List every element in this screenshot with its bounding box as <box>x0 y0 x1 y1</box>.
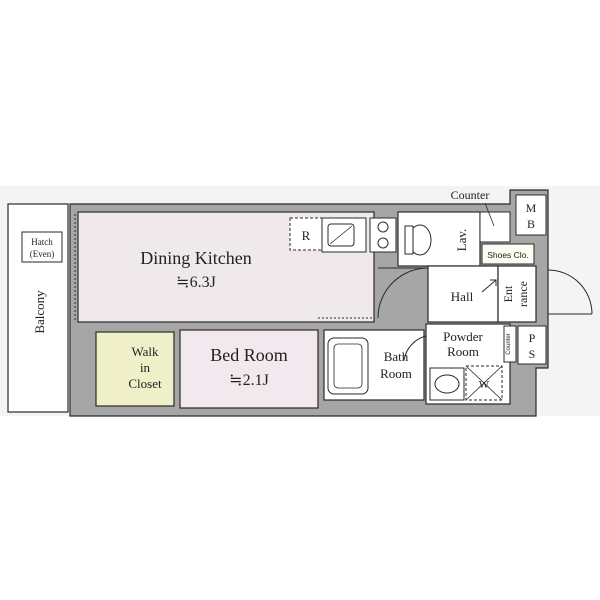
counter-label: Counter <box>451 188 490 202</box>
door-swing-entrance <box>547 269 593 315</box>
hall-label: Hall <box>451 289 474 304</box>
burner-icon-2 <box>377 237 389 249</box>
balcony-label: Balcony <box>32 290 47 334</box>
dining-kitchen-size: ≒6.3J <box>176 274 216 291</box>
entrance-label-2: rance <box>516 281 530 307</box>
washer-cross-2 <box>465 365 503 401</box>
arrow-icon <box>481 279 497 293</box>
bed-room-name: Bed Room <box>210 345 288 365</box>
bed-room <box>179 329 319 409</box>
bathtub-icon <box>327 337 369 395</box>
hatch-box <box>21 231 63 263</box>
powder-label-1: Powder <box>443 329 483 344</box>
ps-p: P <box>529 331 536 345</box>
closet-label-1: Walk <box>131 344 159 359</box>
shoes-label: Shoes Clo. <box>487 250 529 260</box>
closet-label-3: Closet <box>128 376 162 391</box>
lav-label: Lav. <box>454 229 469 252</box>
walk-in-closet <box>95 331 175 407</box>
basin-icon <box>434 374 460 394</box>
fridge-mark: R <box>302 228 311 243</box>
hall <box>427 265 499 323</box>
entrance <box>497 265 537 323</box>
ps-s: S <box>529 347 536 361</box>
counter-box <box>479 211 511 243</box>
burner-icon-1 <box>377 221 389 233</box>
hatch-label-2: (Even) <box>30 249 55 259</box>
entrance-label-1: Ent <box>501 285 515 302</box>
washer-mark: W <box>479 379 490 391</box>
bathtub-inner <box>333 343 363 389</box>
door-swing-hall <box>377 267 429 319</box>
ps-box <box>517 325 547 365</box>
bed-room-size: ≒2.1J <box>229 372 269 389</box>
stove-icon <box>369 217 397 253</box>
toilet-tank-icon <box>404 225 414 255</box>
powder-label-2: Room <box>447 344 479 359</box>
closet-label-2: in <box>140 360 151 375</box>
hatch-label-1: Hatch <box>31 237 53 247</box>
faucet-icon <box>329 225 353 245</box>
bath-label-2: Room <box>380 366 412 381</box>
mb-m: M <box>526 201 537 215</box>
shoes-closet <box>481 243 535 265</box>
door-swing-powder <box>403 335 427 361</box>
bath-label-1: Bath <box>384 349 409 364</box>
counter-leader <box>484 202 495 227</box>
mb-box <box>515 194 547 236</box>
counter-small-box <box>503 325 517 363</box>
mb-b: B <box>527 217 535 231</box>
dining-kitchen-name: Dining Kitchen <box>140 248 251 268</box>
counter-small-label: Counter <box>506 333 512 354</box>
